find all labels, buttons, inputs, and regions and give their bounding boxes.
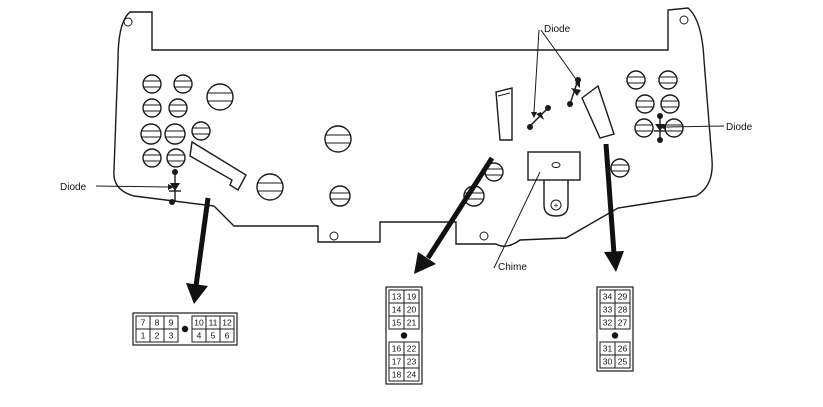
pin-number: 28 [618,305,628,315]
pin-number: 18 [392,370,402,380]
pin-number: 11 [209,318,218,328]
connector-pin-cell [403,315,420,330]
board-connector-middle [495,87,513,141]
connector-key-dot [400,332,408,339]
bulb-socket [626,70,646,90]
bulb-socket [634,118,654,138]
pin-number: 16 [392,344,402,354]
pin-number: 5 [211,331,216,341]
pin-number: 30 [603,357,613,367]
pin-number: 15 [392,318,402,328]
pin-number: 6 [225,331,230,341]
pin-number: 20 [407,305,417,315]
connector-pin-cell [219,328,235,343]
bulb-socket [142,98,162,118]
pin-number: 14 [392,305,402,315]
connector-middle-pinout: 13 19 14 20 15 21 16 22 17 23 18 24 [385,286,423,385]
pin-number: 31 [603,344,613,354]
board-connector-left [189,140,247,191]
bulb-socket [658,70,678,90]
label-leader-lines [95,29,725,269]
bulb-socket-large [256,173,284,201]
diode-top-left-symbol [527,105,551,130]
bulb-sockets-center [256,125,630,207]
circuit-board-outline [113,7,713,247]
bulb-socket [664,118,684,138]
pin-number: 23 [407,357,417,367]
diode-left-symbol [169,169,181,205]
bulb-socket [329,185,351,207]
chime-unit: + [527,151,581,217]
bulb-socket [166,148,186,168]
bulb-socket [660,94,680,114]
diode-label-right: Diode [726,122,753,133]
connector-pin-cell [163,328,179,343]
bulb-socket [610,158,630,178]
pin-number: 9 [169,318,174,328]
bulb-socket [168,98,188,118]
pin-number: 4 [197,331,202,341]
connector-right-pinout: 34 29 33 28 32 27 31 26 30 25 [596,286,634,372]
bulb-socket-large [324,125,352,153]
pin-number: 25 [618,357,628,367]
connector-pin-cell [614,315,631,330]
pin-number: 17 [392,357,402,367]
connector-key-dot [611,332,619,339]
bulb-sockets-right [626,70,684,138]
pin-number: 1 [141,331,146,341]
connector-housing [132,312,238,346]
connector-pin-cell [403,367,420,382]
pin-number: 13 [392,292,402,302]
pin-number: 27 [618,318,628,328]
board-connector-right [581,84,615,139]
pin-number: 22 [407,344,417,354]
pin-number: 32 [603,318,613,328]
bulb-sockets-left [140,74,234,168]
pin-number: 7 [141,318,146,328]
bulb-socket [140,123,162,145]
bulb-socket [164,123,186,145]
pin-number: 2 [155,331,160,341]
connector-pin-cell [614,354,631,369]
bulb-socket [142,148,162,168]
connector-housing [385,286,423,385]
bulb-socket [191,121,211,141]
connector-housing [596,286,634,372]
pin-number: 8 [155,318,160,328]
chime-label: Chime [498,262,527,273]
pin-number: 34 [603,292,613,302]
pin-number: 33 [603,305,613,315]
diode-label-top: Diode [544,24,571,35]
bulb-socket [142,74,162,94]
bulb-socket [635,94,655,114]
pin-number: 29 [618,292,628,302]
chime-plus-symbol: + [554,200,559,210]
diode-right-symbol [654,113,666,143]
pin-number: 24 [407,370,417,380]
diode-label-left: Diode [60,182,87,193]
pin-number: 3 [169,331,174,341]
pin-number: 21 [407,318,417,328]
pointer-arrows [186,143,624,304]
connector-key-dot [181,325,189,333]
bulb-socket-large [206,83,234,111]
pin-number: 12 [222,318,232,328]
pin-number: 19 [407,292,417,302]
pin-number: 10 [194,318,204,328]
bulb-socket [173,74,193,94]
pin-number: 26 [618,344,628,354]
